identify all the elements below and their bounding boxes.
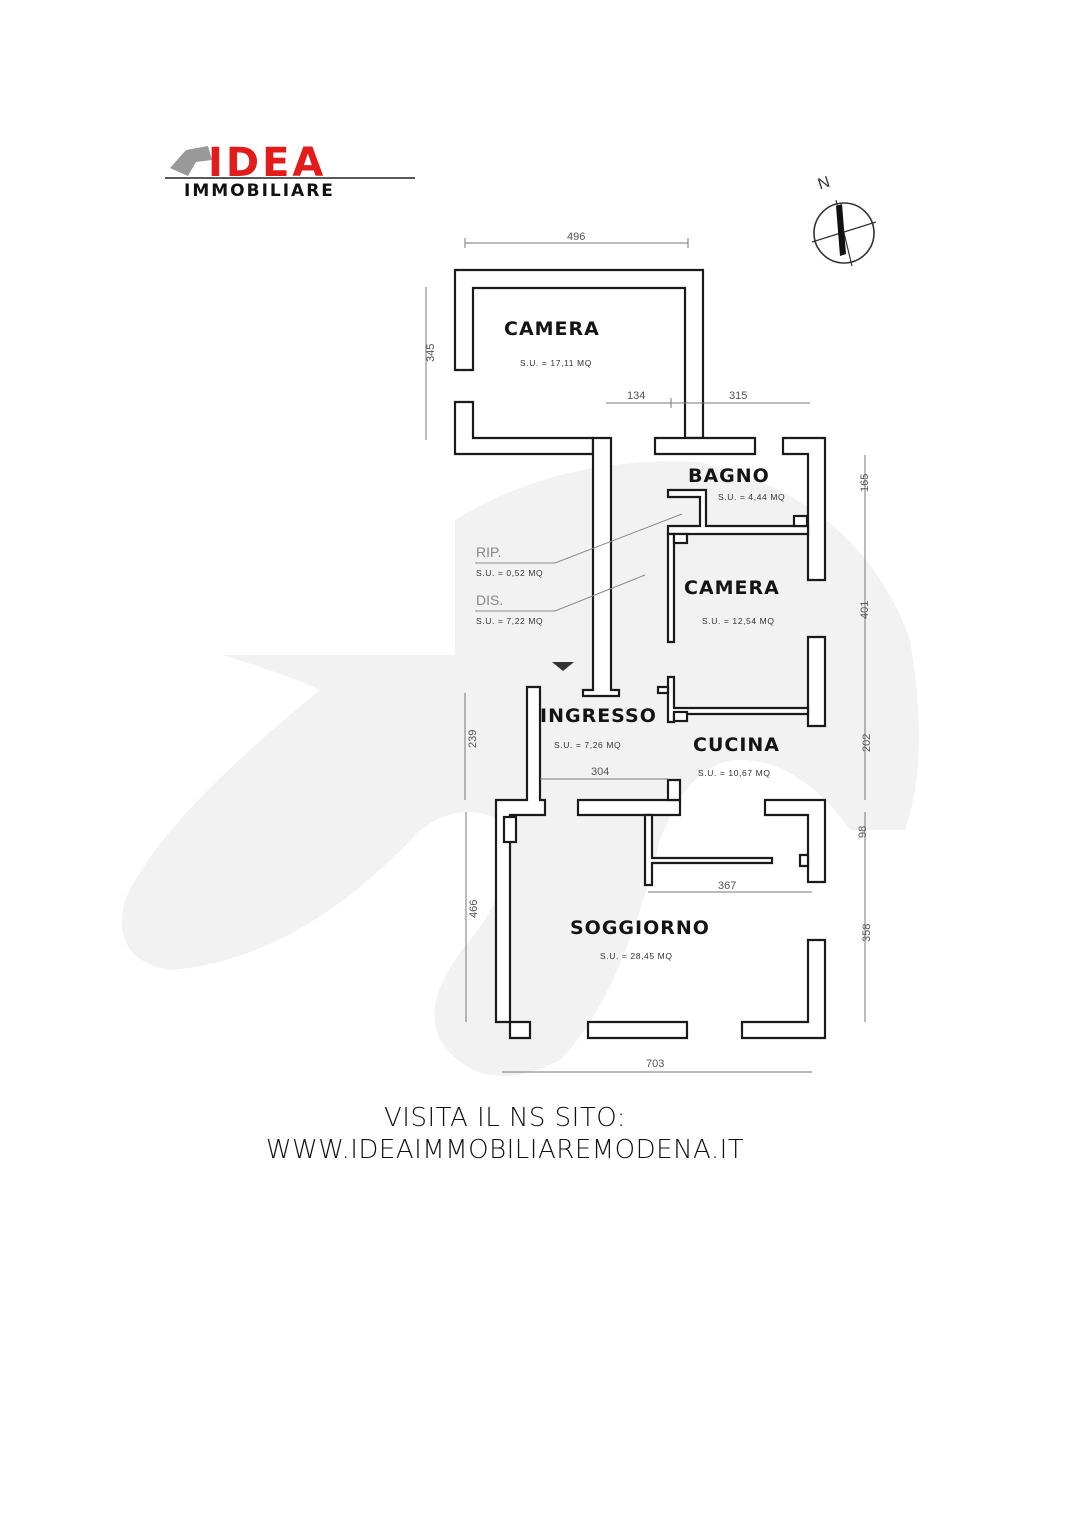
room-area: S.U. = 10,67 MQ xyxy=(698,768,771,778)
room-name: CUCINA xyxy=(693,734,780,756)
room-area: S.U. = 7,26 MQ xyxy=(554,740,621,750)
room-area: S.U. = 4,44 MQ xyxy=(718,492,785,502)
dim-label: 134 xyxy=(627,390,645,402)
dim-label: 367 xyxy=(718,880,736,892)
room-name: BAGNO xyxy=(688,465,770,487)
room-area: S.U. = 7,22 MQ xyxy=(476,616,543,626)
dim-label: 401 xyxy=(859,601,871,619)
dim-label: 202 xyxy=(861,734,873,752)
dimension-lines xyxy=(425,238,866,1073)
logo-brand: IDEA xyxy=(208,140,326,186)
dim-label: 358 xyxy=(861,924,873,942)
room-area: S.U. = 28,45 MQ xyxy=(600,951,673,961)
dim-label: 703 xyxy=(646,1058,664,1070)
entrance-marker-icon xyxy=(552,662,574,671)
dim-label: 345 xyxy=(425,344,437,362)
room-labels: CAMERA S.U. = 17,11 MQ BAGNO S.U. = 4,44… xyxy=(476,318,785,961)
room-area: S.U. = 0,52 MQ xyxy=(476,568,543,578)
dim-label: 98 xyxy=(857,826,869,838)
room-area: S.U. = 12,54 MQ xyxy=(702,616,775,626)
logo-arrow-icon xyxy=(170,146,212,176)
footer-website-link[interactable]: WWW.IDEAIMMOBILIAREMODENA.IT xyxy=(265,1135,745,1165)
logo: IDEA IMMOBILIARE xyxy=(165,140,415,201)
watermark-shape xyxy=(122,461,919,1076)
room-name: CAMERA xyxy=(504,318,600,340)
room-name: CAMERA xyxy=(684,577,780,599)
room-name: DIS. xyxy=(476,592,503,608)
logo-subtitle: IMMOBILIARE xyxy=(184,181,335,201)
compass-icon: N xyxy=(811,174,877,267)
room-name: INGRESSO xyxy=(540,705,657,727)
room-name: RIP. xyxy=(476,544,501,560)
compass-label: N xyxy=(816,174,832,194)
leader-lines xyxy=(475,513,683,612)
dimension-labels: 496 345 134 315 165 401 239 202 304 98 3… xyxy=(425,231,873,1070)
dim-label: 165 xyxy=(859,474,871,492)
room-area: S.U. = 17,11 MQ xyxy=(520,358,592,368)
dim-label: 315 xyxy=(729,390,747,402)
room-name: SOGGIORNO xyxy=(570,917,710,939)
dim-label: 466 xyxy=(468,900,480,918)
dim-label: 304 xyxy=(591,766,609,778)
dim-label: 496 xyxy=(567,231,585,243)
footer-visit-label: VISITA IL NS SITO: xyxy=(384,1103,626,1133)
walls xyxy=(453,268,827,1040)
dim-label: 239 xyxy=(467,730,479,748)
